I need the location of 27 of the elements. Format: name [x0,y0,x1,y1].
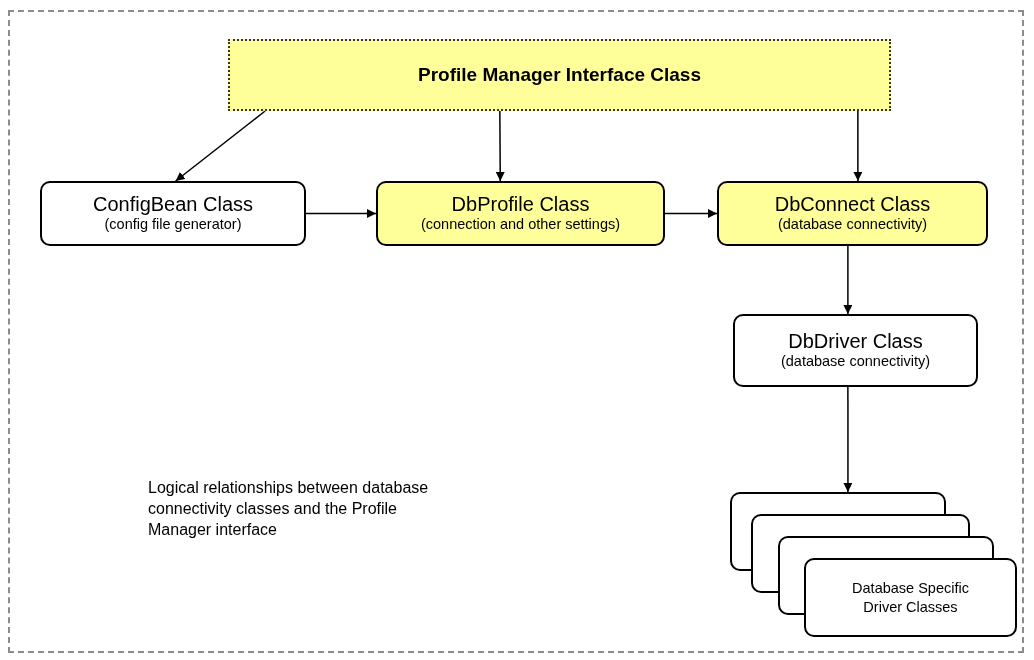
class-box [733,314,978,387]
caption: Logical relationships between database connectivity classes and the Profile Manager interface [148,478,430,540]
class-box [717,181,988,246]
empty-box [778,536,994,558]
arrow [664,209,718,218]
arrow [305,209,377,218]
class-title: DbDriver Class [788,330,923,354]
empty-box [751,514,970,536]
arrow [853,110,863,182]
arrow [174,110,266,182]
class-box [804,558,1017,637]
empty-box [730,492,946,514]
class-subtitle: (database connectivity) [777,216,928,234]
class-title: DbConnect Class [774,193,931,217]
class-box [40,181,306,246]
arrow [843,245,853,315]
class-title: ConfigBean Class [92,193,254,217]
arrow [843,386,853,493]
class-title: Profile Manager Interface Class [418,64,701,86]
arrow [495,110,505,182]
class-title: DbProfile Class [451,193,590,217]
interface-box [228,39,891,111]
class-subtitle: (database connectivity) [780,353,931,371]
class-box [376,181,665,246]
class-subtitle: (config file generator) [104,216,242,234]
box-text: Database Specific Driver Classes [851,578,970,617]
class-subtitle: (connection and other settings) [420,216,621,234]
